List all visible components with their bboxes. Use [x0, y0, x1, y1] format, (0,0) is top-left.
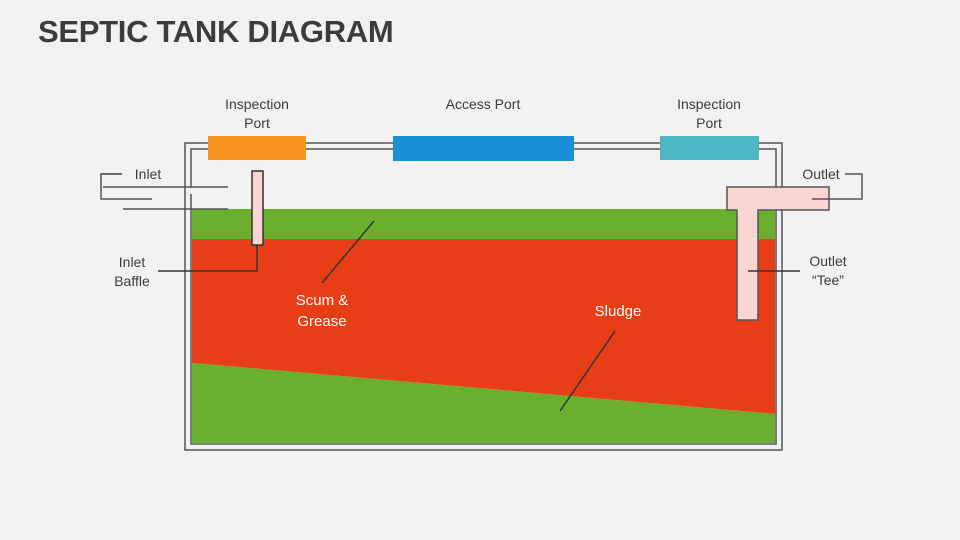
label-outlet: Outlet: [802, 166, 840, 182]
inspection-port-left: [208, 136, 306, 160]
scum-layer: [192, 209, 775, 239]
page-title: SEPTIC TANK DIAGRAM: [38, 14, 394, 49]
outlet-tee: [726, 186, 830, 321]
label-access-port: Access Port: [445, 96, 521, 112]
label-sludge: Sludge: [594, 303, 642, 320]
inlet-pipe: [100, 173, 228, 210]
label-outlet-tee: Outlet “Tee”: [809, 253, 847, 288]
sludge-layer: [192, 363, 775, 443]
liquid-layer: [192, 239, 775, 414]
inspection-port-right: [660, 136, 759, 160]
inlet-baffle: [251, 170, 264, 246]
label-inlet-baffle: Inlet Baffle: [114, 254, 150, 289]
label-inlet: Inlet: [134, 166, 162, 182]
leader-lines: [158, 220, 800, 412]
outlet-pipe: [812, 173, 863, 200]
label-inspection-port-right: Inspection Port: [677, 96, 741, 131]
label-scum-grease: Scum & Grease: [295, 292, 349, 330]
label-inspection-port-left: Inspection Port: [225, 96, 289, 131]
access-port: [393, 136, 574, 161]
